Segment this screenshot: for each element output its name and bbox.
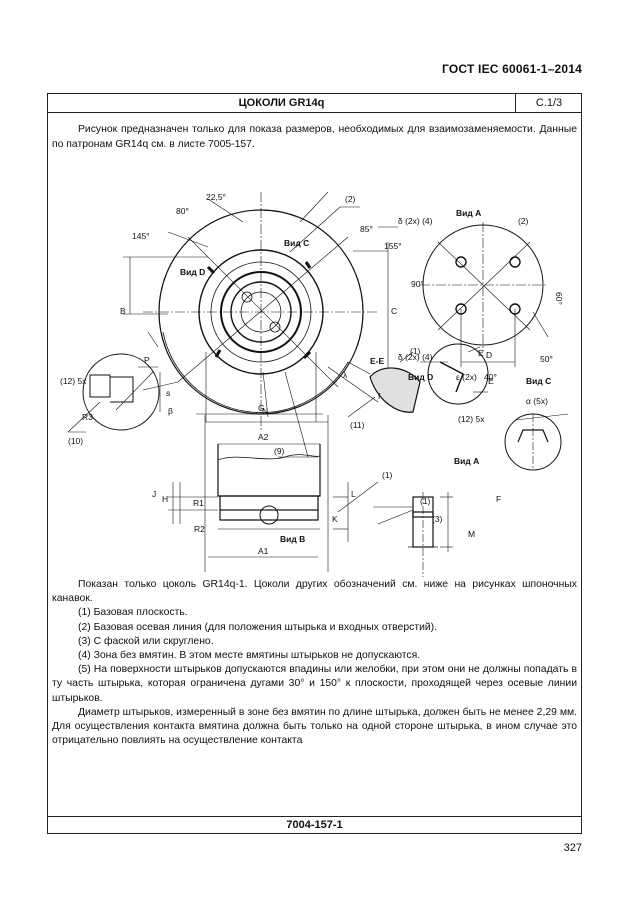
view-c-label: Вид C xyxy=(284,238,309,248)
standard-number: ГОСТ IEC 60061-1–2014 xyxy=(442,62,582,76)
note-5: (5) На поверхности штырьков допускаются … xyxy=(52,664,577,704)
note-4: (4) Зона без вмятин. В этом месте вмятин… xyxy=(78,650,421,662)
delta-4-top: δ (2x) (4) xyxy=(398,216,433,226)
callout-2: (2) xyxy=(345,194,356,204)
dim-e-top: E xyxy=(478,348,484,358)
dim-m: M xyxy=(468,529,475,539)
angle-60: 60° xyxy=(554,292,564,305)
sheet-footer: 7004-157-1 xyxy=(48,816,581,833)
callout-1-ee: (1) xyxy=(410,346,421,356)
note-3: (3) С фаской или скруглено. xyxy=(78,635,214,647)
callout-10: (10) xyxy=(68,436,83,446)
angle-alpha: α (5x) xyxy=(526,396,548,406)
note-1: (1) Базовая плоскость. xyxy=(78,607,188,619)
view-b-label: Вид B xyxy=(280,534,305,544)
angle-80: 80° xyxy=(176,206,189,216)
dim-n: N xyxy=(262,406,268,416)
sheet-number: С.1/3 xyxy=(515,94,582,112)
notes-section: Показан только цоколь GR14q-1. Цоколи др… xyxy=(52,578,577,748)
epsilon-2x: ε (2x) xyxy=(456,372,477,382)
view-d-label: Вид D xyxy=(180,267,205,277)
dim-a1: A1 xyxy=(258,546,269,556)
dim-e-bottom: E xyxy=(488,376,494,386)
dim-c: C xyxy=(391,306,397,316)
angle-85: 85° xyxy=(360,224,373,234)
angle-90: 90° xyxy=(411,279,424,289)
dim-l: L xyxy=(351,489,356,499)
delta-4-bottom: δ (2x) (4) xyxy=(398,352,433,362)
note-0: Показан только цоколь GR14q-1. Цоколи др… xyxy=(52,579,577,605)
intro-paragraph: Рисунок предназначен только для показа р… xyxy=(52,124,577,150)
technical-drawing: 80° 22,5° (2) 145° 85° 155° Вид C Вид D … xyxy=(60,191,569,577)
callout-11: (11) xyxy=(350,420,365,430)
angle-40: 40° xyxy=(484,372,497,382)
callout-1-pin: (1) xyxy=(420,496,431,506)
angle-155: 155° xyxy=(384,241,402,251)
view-a-label: Вид A xyxy=(456,208,481,218)
dim-f-pin: F xyxy=(496,494,501,504)
dim-r1: R1 xyxy=(193,498,204,508)
dim-r2: R2 xyxy=(194,524,205,534)
note-2: (2) Базовая осевая линия (для положения … xyxy=(78,621,438,633)
dim-k: K xyxy=(332,514,338,524)
view-d-label-2: Вид D xyxy=(408,372,433,382)
sheet-title: ЦОКОЛИ GR14q xyxy=(238,97,325,109)
angle-50: 50° xyxy=(540,354,553,364)
dim-f: f xyxy=(378,391,381,401)
view-c-label-2: Вид C xyxy=(526,376,551,386)
view-a-label-2: Вид A xyxy=(454,456,479,466)
dim-g: G xyxy=(258,403,265,413)
callout-9: (9) xyxy=(274,446,285,456)
callout-12-left: (12) 5x xyxy=(60,376,87,386)
dim-j: J xyxy=(152,489,156,499)
page-number: 327 xyxy=(563,842,582,854)
callout-12-right: (12) 5x xyxy=(458,414,485,424)
sheet-frame: ЦОКОЛИ GR14q С.1/3 Рисунок предназначен … xyxy=(47,93,582,834)
angle-145: 145° xyxy=(132,231,150,241)
callout-3: (3) xyxy=(432,514,443,524)
section-e-e: E-E xyxy=(370,356,385,366)
dim-beta: β xyxy=(168,406,173,416)
callout-1-side: (1) xyxy=(382,470,393,480)
dim-p: P xyxy=(144,355,150,365)
angle-22-5: 22,5° xyxy=(206,192,226,202)
sheet-header: ЦОКОЛИ GR14q С.1/3 xyxy=(48,94,581,113)
dim-h: H xyxy=(162,494,168,504)
dim-d: D xyxy=(486,350,492,360)
dim-s: s xyxy=(166,388,170,398)
dim-a2: A2 xyxy=(258,432,269,442)
dim-b: B xyxy=(120,306,126,316)
callout-2b: (2) xyxy=(518,216,529,226)
dim-lambda: λ xyxy=(343,370,348,380)
dim-r3: R3 xyxy=(82,412,93,422)
note-6: Диаметр штырьков, измеренный в зоне без … xyxy=(52,706,577,747)
